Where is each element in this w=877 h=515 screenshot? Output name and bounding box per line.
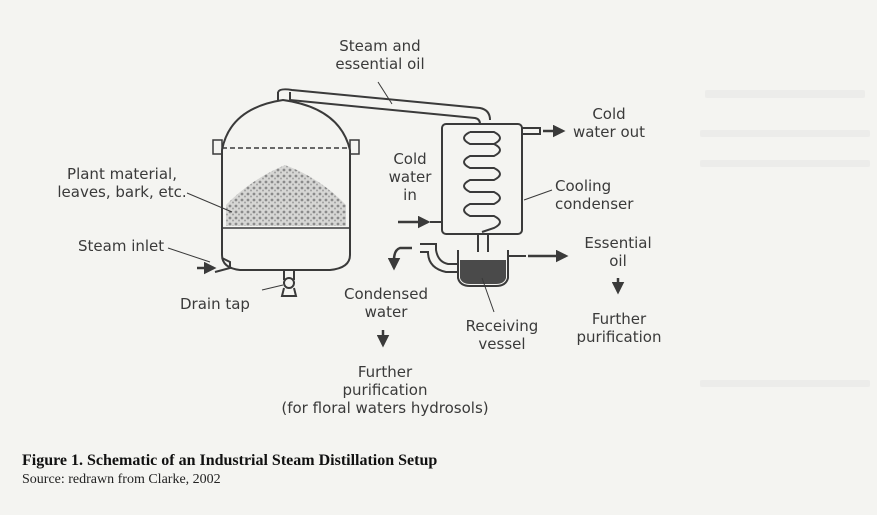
vapour-pipe-top <box>277 88 491 121</box>
receiving-vessel <box>457 250 509 287</box>
vapour-pipe-bottom <box>289 99 481 125</box>
figure-caption-title: Figure 1. Schematic of an Industrial Ste… <box>22 452 438 469</box>
drain-tap-outlet <box>280 287 298 297</box>
leader-plant-material <box>186 192 233 213</box>
label-condensed-water: Condensed water <box>344 285 428 321</box>
clamp-right <box>349 139 360 155</box>
bleed-through-block <box>700 380 870 387</box>
bleed-through-block <box>700 130 870 137</box>
condenser-jacket <box>441 123 523 235</box>
bleed-through-block <box>700 160 870 167</box>
label-further-purification-right: Further purification <box>576 310 662 346</box>
condenser-coil <box>463 131 501 233</box>
label-essential-oil: Essential oil <box>584 234 652 270</box>
steam-inlet-pipe <box>214 257 231 273</box>
label-drain-tap: Drain tap <box>180 295 250 313</box>
label-receiving-vessel: Receiving vessel <box>465 317 539 353</box>
distillation-schematic <box>167 81 625 348</box>
leader-steam-inlet <box>167 247 211 263</box>
arrow-condensed-water <box>387 246 412 271</box>
label-cooling-condenser: Cooling condenser <box>555 177 634 213</box>
label-cold-water-in: Cold water in <box>388 150 432 204</box>
label-steam-inlet: Steam inlet <box>78 237 165 255</box>
plant-material-heap <box>226 165 346 226</box>
cold-water-out-pipe <box>522 127 541 135</box>
still-dome <box>221 98 351 151</box>
water-siphon-pipe <box>420 243 458 265</box>
bleed-through-block <box>705 90 865 98</box>
label-further-purification-bottom: Further purification (for floral waters … <box>281 363 489 417</box>
figure-caption-source: Source: redrawn from Clarke, 2002 <box>22 472 221 487</box>
label-steam-and-oil: Steam and essential oil <box>335 37 425 73</box>
label-cold-water-out: Cold water out <box>572 105 646 141</box>
drain-tap-pipe <box>283 270 295 280</box>
oil-layer <box>460 260 506 284</box>
water-siphon-pipe-inner <box>420 251 458 273</box>
clamp-left <box>212 139 223 155</box>
leader-receiving-vessel <box>481 277 495 313</box>
leader-condenser <box>523 189 553 201</box>
leader-drain-tap <box>261 284 284 291</box>
label-plant-material: Plant material, leaves, bark, etc. <box>57 165 187 201</box>
leader-steam-oil <box>377 81 393 105</box>
condenser-outlet <box>477 234 489 252</box>
drain-tap-valve <box>283 277 295 289</box>
